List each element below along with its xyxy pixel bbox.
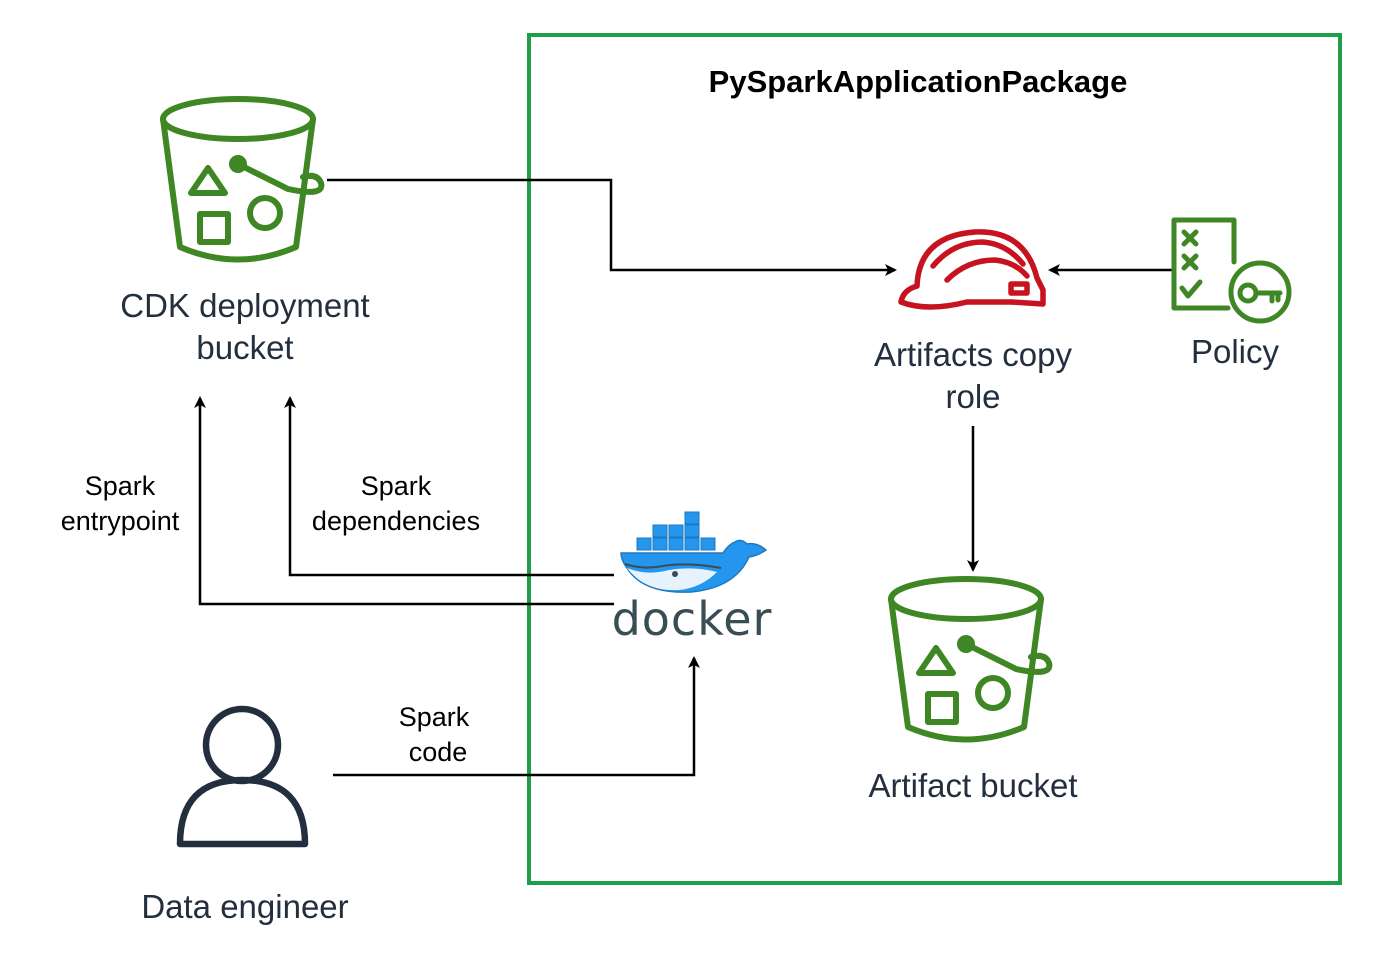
spark-entrypoint-line1: Spark	[85, 471, 156, 501]
artifacts-copy-role: Artifacts copy role	[874, 229, 1073, 415]
docker-whale-icon	[620, 511, 768, 593]
s3-bucket-icon	[160, 96, 325, 263]
policy: Policy	[1171, 217, 1292, 370]
edge-cdk-bucket-to-role	[327, 178, 897, 276]
s3-bucket-icon	[888, 576, 1053, 743]
artifact-bucket: Artifact bucket	[868, 576, 1078, 804]
policy-label: Policy	[1191, 333, 1280, 370]
edge-label-spark-code: Spark code	[399, 702, 470, 767]
role-label-line1: Artifacts copy	[874, 336, 1073, 373]
spark-dependencies-line2: dependencies	[312, 506, 480, 536]
user-icon	[176, 705, 309, 848]
cdk-bucket-label-line2: bucket	[196, 329, 293, 366]
spark-entrypoint-line2: entrypoint	[61, 506, 180, 536]
edge-docker-spark-entrypoint	[194, 396, 614, 606]
spark-code-line2: code	[409, 737, 468, 767]
iam-role-hardhat-icon	[898, 229, 1046, 310]
edge-label-spark-entrypoint: Spark entrypoint	[61, 471, 180, 536]
container-title: PySparkApplicationPackage	[709, 64, 1128, 99]
docker-wordmark: docker	[612, 592, 773, 646]
edge-engineer-spark-code	[333, 656, 700, 777]
data-engineer: Data engineer	[141, 705, 349, 925]
iam-policy-icon	[1171, 217, 1292, 324]
role-label-line2: role	[945, 378, 1000, 415]
edge-docker-spark-dependencies	[284, 396, 614, 577]
data-engineer-label: Data engineer	[141, 888, 348, 925]
cdk-deployment-bucket: CDK deployment bucket	[120, 96, 370, 366]
package-container	[527, 33, 1342, 885]
docker: docker	[612, 511, 773, 646]
artifact-bucket-label: Artifact bucket	[868, 767, 1077, 804]
spark-code-line1: Spark	[399, 702, 470, 732]
edge-label-spark-dependencies: Spark dependencies	[312, 471, 480, 536]
spark-dependencies-line1: Spark	[361, 471, 432, 501]
cdk-bucket-label-line1: CDK deployment	[120, 287, 369, 324]
